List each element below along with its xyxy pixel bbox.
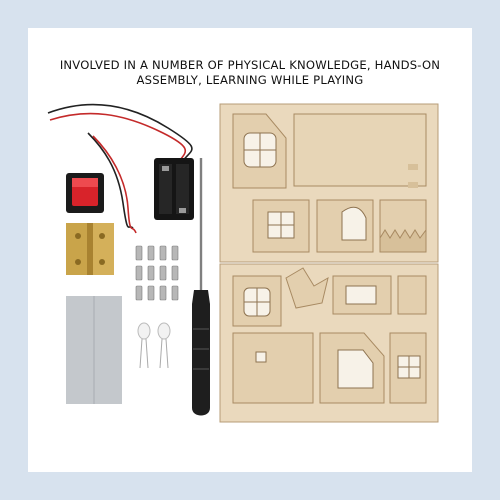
battery-holder-icon — [154, 158, 194, 220]
foam-tape-icon — [66, 296, 122, 404]
led-icon — [137, 322, 171, 369]
product-card: INVOLVED IN A NUMBER OF PHYSICAL KNOWLED… — [28, 28, 472, 472]
springs-icon — [135, 245, 179, 301]
rocker-switch-icon — [66, 173, 104, 213]
headline: INVOLVED IN A NUMBER OF PHYSICAL KNOWLED… — [28, 58, 472, 88]
screwdriver-icon — [192, 158, 210, 416]
wood-panel-icon — [219, 263, 439, 423]
headline-line-1: INVOLVED IN A NUMBER OF PHYSICAL KNOWLED… — [59, 58, 441, 72]
product-scene — [47, 103, 439, 423]
headline-line-2: ASSEMBLY, LEARNING WHILE PLAYING — [136, 73, 364, 87]
wood-panel-icon — [219, 103, 439, 263]
hinge-icon — [66, 223, 114, 275]
